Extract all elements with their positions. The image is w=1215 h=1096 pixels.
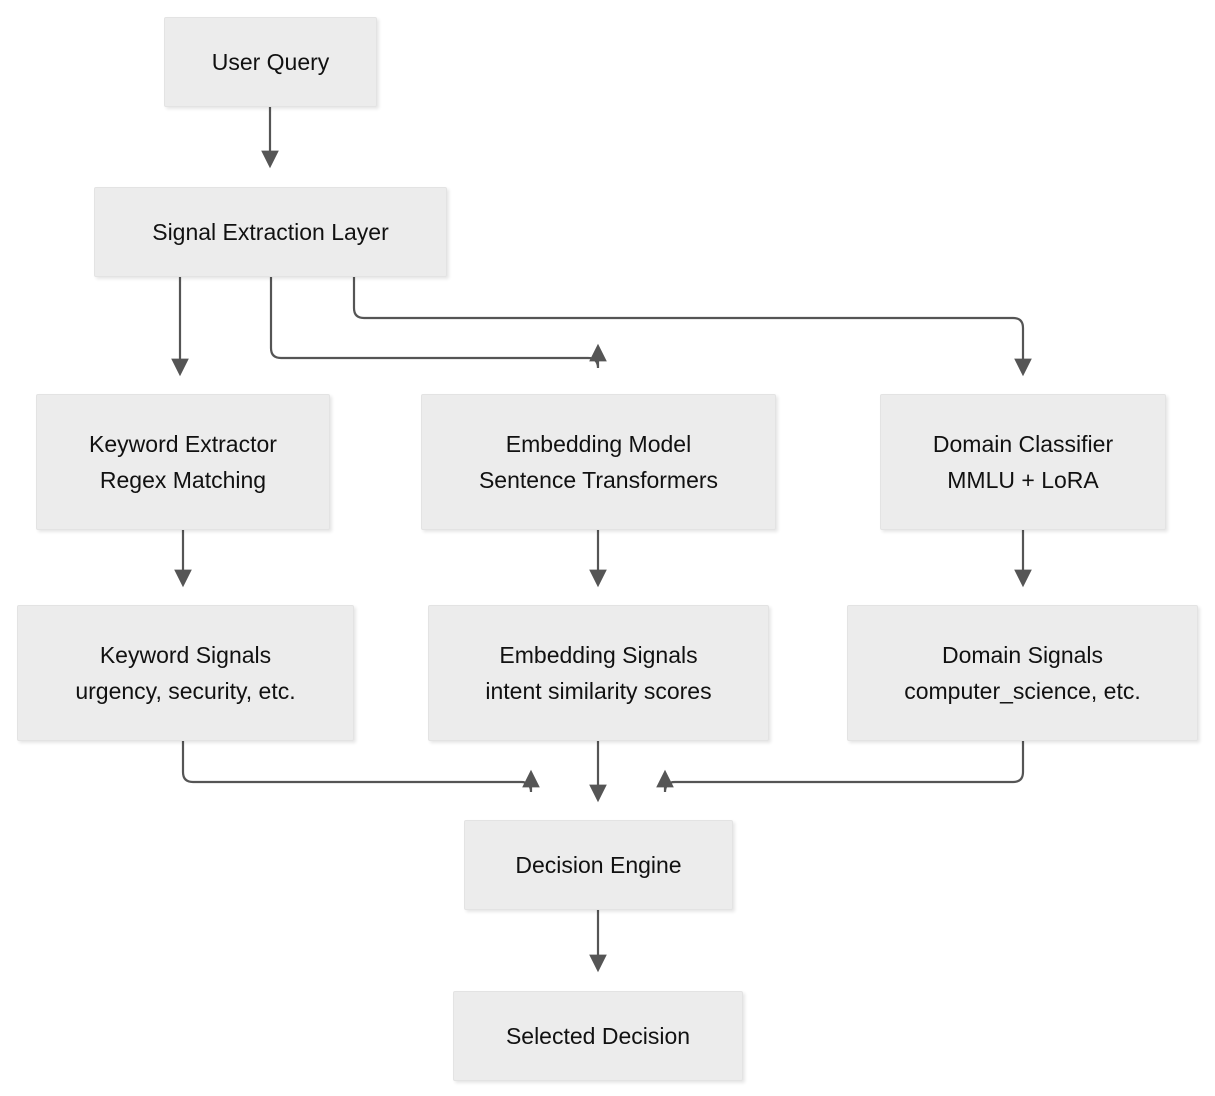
node-domain-signals[interactable]: Domain Signals computer_science, etc.: [847, 605, 1198, 741]
node-decision-engine-label: Decision Engine: [515, 851, 682, 878]
node-keyword-extractor-sublabel: Regex Matching: [99, 466, 267, 493]
node-embedding-model-label: Embedding Model: [505, 430, 692, 457]
node-embedding-model-sublabel: Sentence Transformers: [478, 466, 719, 493]
node-embedding-signals[interactable]: Embedding Signals intent similarity scor…: [428, 605, 769, 741]
edge-domain-signals-to-decision-engine: [656, 741, 1025, 793]
node-keyword-extractor-label: Keyword Extractor: [89, 430, 277, 457]
node-signal-extraction-layer-label: Signal Extraction Layer: [152, 218, 389, 245]
node-keyword-signals-label: Keyword Signals: [99, 641, 272, 668]
node-user-query-label: User Query: [211, 48, 330, 75]
node-embedding-signals-label: Embedding Signals: [499, 641, 698, 668]
node-domain-signals-label: Domain Signals: [941, 641, 1104, 668]
node-embedding-signals-sublabel: intent similarity scores: [485, 677, 712, 704]
node-keyword-signals-sublabel: urgency, security, etc.: [75, 677, 296, 704]
edge-signal-extraction-to-embedding-model: [269, 277, 607, 369]
node-domain-classifier-label: Domain Classifier: [932, 430, 1114, 457]
node-domain-classifier-sublabel: MMLU + LoRA: [947, 466, 1099, 493]
node-embedding-model[interactable]: Embedding Model Sentence Transformers: [421, 394, 776, 530]
edge-signal-extraction-to-domain-classifier: [352, 277, 1032, 377]
edge-keyword-signals-to-decision-engine: [181, 741, 540, 793]
node-decision-engine[interactable]: Decision Engine: [464, 820, 733, 910]
node-domain-signals-sublabel: computer_science, etc.: [904, 677, 1141, 704]
node-keyword-signals[interactable]: Keyword Signals urgency, security, etc.: [17, 605, 354, 741]
node-keyword-extractor[interactable]: Keyword Extractor Regex Matching: [36, 394, 330, 530]
node-selected-decision[interactable]: Selected Decision: [453, 991, 743, 1081]
node-user-query[interactable]: User Query: [164, 17, 377, 107]
node-selected-decision-label: Selected Decision: [505, 1022, 691, 1049]
node-signal-extraction-layer[interactable]: Signal Extraction Layer: [94, 187, 447, 277]
node-domain-classifier[interactable]: Domain Classifier MMLU + LoRA: [880, 394, 1166, 530]
